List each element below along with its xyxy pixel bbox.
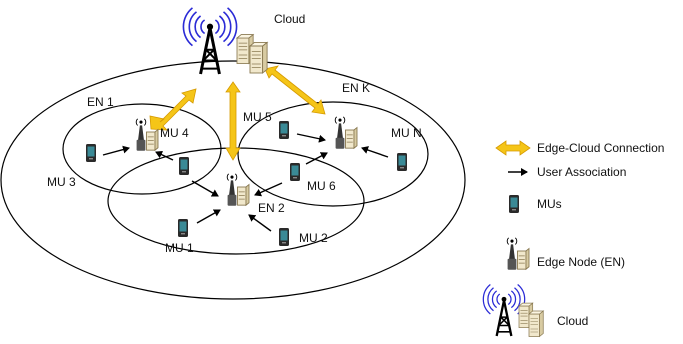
assoc-mu4-en2 (155, 150, 174, 161)
assoc-mu6-en1 (254, 182, 283, 197)
mu5-label: MU 5 (243, 110, 272, 124)
edge-cloud-connection-enk (264, 65, 326, 115)
mu1-phone-icon (178, 219, 188, 237)
cloud-label: Cloud (274, 12, 305, 26)
en2-label: EN 1 (87, 95, 114, 109)
assoc-mu1-en1 (196, 209, 221, 224)
legend-edge-cloud-label: Edge-Cloud Connection (537, 141, 664, 155)
edge-cloud-connection-en2 (149, 88, 197, 131)
user-association-arrows (102, 133, 389, 232)
assoc-mu4-en1 (191, 180, 219, 197)
legend-mus-label: MUs (537, 197, 562, 211)
edge-cloud-connection-arrow-icon (495, 140, 531, 156)
mu6-phone-icon (290, 163, 300, 181)
cloud-coverage-ellipse (0, 60, 466, 300)
edge-node-en1-icon (226, 172, 250, 207)
cloud-icon (482, 283, 544, 338)
en1-label: EN 2 (258, 201, 285, 215)
assoc-mu3-en2 (102, 145, 130, 156)
mobile-user-icon (509, 195, 519, 213)
assoc-mu2-en1 (248, 214, 272, 232)
edge-node-enk-icon (334, 115, 358, 150)
mu5-phone-icon (279, 121, 289, 139)
mu1-label: MU 1 (165, 241, 194, 255)
mu4-label: MU 4 (160, 126, 189, 140)
legend-cloud-label: Cloud (557, 314, 588, 328)
legend: Edge-Cloud Connection User Association M… (482, 140, 664, 338)
edge-node-icon (506, 236, 530, 271)
mu2-phone-icon (279, 228, 289, 246)
assoc-mun-enk (361, 146, 389, 158)
en2-coverage-ellipse (62, 103, 222, 195)
mu2-label: MU 2 (299, 231, 328, 245)
assoc-mu6-enk (305, 152, 328, 165)
enk-label: EN K (342, 81, 370, 95)
mu4-phone-icon (179, 157, 189, 175)
mu6-label: MU 6 (307, 179, 336, 193)
legend-user-association-label: User Association (537, 165, 626, 179)
legend-edge-node-label: Edge Node (EN) (537, 255, 625, 269)
mun-label: MU N (391, 126, 422, 140)
mu3-phone-icon (86, 144, 96, 162)
edge-cloud-connection-en1 (225, 81, 241, 161)
enk-coverage-ellipse (237, 101, 429, 207)
assoc-mu5-enk (296, 133, 326, 143)
mu3-label: MU 3 (47, 175, 76, 189)
mun-phone-icon (397, 153, 407, 171)
cloud-icon (181, 6, 268, 76)
